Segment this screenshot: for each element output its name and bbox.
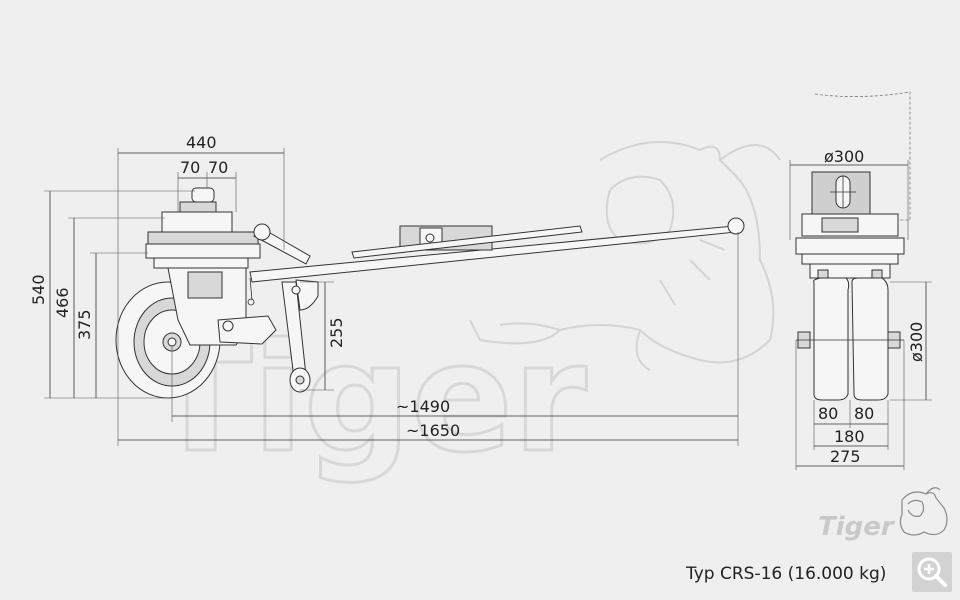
dim-1650: ~1650 bbox=[406, 421, 460, 440]
tiger-mascot-icon bbox=[899, 487, 948, 536]
front-top-plate bbox=[795, 171, 905, 265]
support-leg bbox=[281, 279, 319, 393]
dim-540: 540 bbox=[29, 274, 48, 305]
dim-70-left: 70 bbox=[180, 158, 200, 177]
dim-466: 466 bbox=[53, 287, 72, 318]
dim-180: 180 bbox=[834, 427, 865, 446]
turntable bbox=[145, 187, 261, 269]
dim-1490: ~1490 bbox=[396, 397, 450, 416]
dim-440: 440 bbox=[186, 133, 217, 152]
dim-80-right: 80 bbox=[854, 404, 874, 423]
dim-dia-top: ø300 bbox=[824, 147, 864, 166]
front-dimensions bbox=[789, 160, 932, 470]
load-outline bbox=[814, 91, 911, 221]
fork-body bbox=[167, 267, 277, 346]
tiger-watermark-icon bbox=[469, 141, 781, 371]
brand-logo-text: Tiger bbox=[818, 512, 894, 542]
model-caption: Typ CRS-16 (16.000 kg) bbox=[686, 564, 887, 584]
dim-80-left: 80 bbox=[818, 404, 838, 423]
dim-275: 275 bbox=[830, 447, 861, 466]
side-dimensions bbox=[44, 148, 739, 446]
dim-70-right: 70 bbox=[208, 158, 228, 177]
dim-255: 255 bbox=[327, 317, 346, 348]
zoom-in-icon bbox=[917, 557, 947, 587]
dim-dia-wheel: ø300 bbox=[907, 322, 926, 362]
front-wheels bbox=[796, 263, 904, 401]
zoom-button[interactable] bbox=[912, 552, 952, 592]
dim-375: 375 bbox=[75, 309, 94, 340]
draw-bar bbox=[249, 217, 745, 283]
